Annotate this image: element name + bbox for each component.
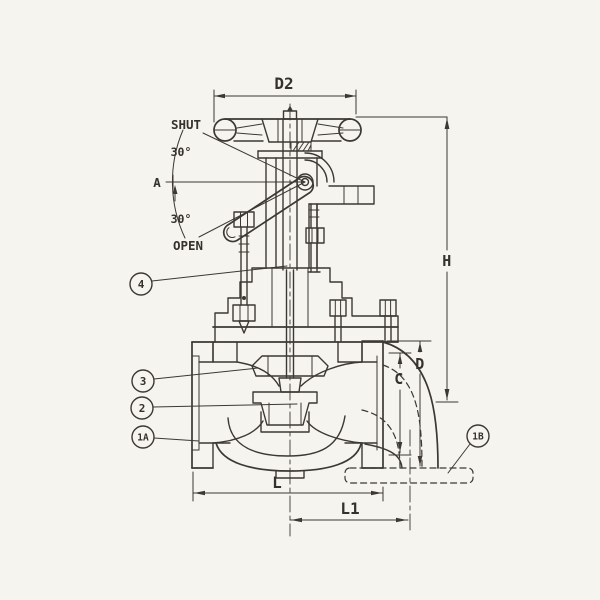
callout-1a: 1A xyxy=(131,425,200,449)
elbow-outlet xyxy=(344,341,474,484)
callout-2-circle xyxy=(130,396,154,420)
shut-position-line xyxy=(202,132,306,183)
bonnet-bolt-head-2 xyxy=(379,299,397,317)
left-stud-bottom-nut xyxy=(232,304,256,322)
label-shut: SHUT xyxy=(171,117,201,132)
body-bowl-outer xyxy=(215,442,362,472)
elbow-bottom-flange xyxy=(344,467,474,484)
callout-1a-circle xyxy=(131,425,155,449)
open-position-line xyxy=(198,181,306,238)
callout-3-circle xyxy=(131,369,155,393)
bottom-boss xyxy=(275,470,305,479)
dim-label-h: H xyxy=(442,252,452,270)
bonnet-bolt-head-1 xyxy=(329,299,347,317)
valve-body xyxy=(191,340,384,479)
travel-arc xyxy=(171,129,186,239)
callout-2-label: 2 xyxy=(139,402,146,415)
lever-travel-diagram: SHUT 30° A 30° OPEN xyxy=(153,117,306,253)
seat-ring xyxy=(260,411,310,433)
disc xyxy=(252,391,318,426)
left-stud-top-nut xyxy=(233,211,255,228)
label-open: OPEN xyxy=(173,238,203,253)
centerlines xyxy=(289,103,411,537)
label-30-upper: 30° xyxy=(171,145,192,159)
stem-tip-marker xyxy=(287,105,293,111)
right-stud-nut xyxy=(305,227,325,244)
yoke-and-stem xyxy=(265,118,318,379)
callout-1a-label: 1A xyxy=(137,433,149,444)
bonnet-right-profile xyxy=(316,267,399,328)
bonnet xyxy=(191,267,399,343)
dim-label-l1: L1 xyxy=(340,499,359,518)
quick-closing-lever xyxy=(222,175,315,243)
dim-l1: L1 xyxy=(289,499,409,523)
dim-label-d2: D2 xyxy=(274,74,293,93)
callout-4: 4 xyxy=(129,265,288,296)
bonnet-left-profile xyxy=(214,267,267,328)
partition-left xyxy=(212,420,264,444)
pivot-boss xyxy=(304,159,328,183)
label-30-lower: 30° xyxy=(171,212,192,226)
dim-label-l: L xyxy=(272,473,282,492)
elbow-inner-curve xyxy=(364,443,403,469)
bush-hatch xyxy=(290,141,312,152)
lever-bracket xyxy=(308,185,375,205)
handwheel xyxy=(213,105,362,159)
dim-h: H xyxy=(355,116,459,403)
dim-d: D xyxy=(386,340,432,467)
outlet-flange xyxy=(337,340,384,469)
a-arrowhead xyxy=(172,185,178,194)
label-a: A xyxy=(153,175,161,190)
dim-c: C xyxy=(388,352,412,456)
callouts: 4 3 2 1A 1B xyxy=(129,265,490,474)
callout-1b: 1B xyxy=(447,424,490,474)
callout-3: 3 xyxy=(131,367,259,393)
lever-mechanism xyxy=(222,152,375,243)
dim-label-c: C xyxy=(394,370,404,388)
callout-3-label: 3 xyxy=(140,375,147,388)
callout-1b-circle xyxy=(466,424,490,448)
disc-guide xyxy=(251,355,329,377)
inlet-flange xyxy=(191,341,238,469)
callout-1b-label: 1B xyxy=(472,432,484,443)
elbow-outer-curve xyxy=(382,341,439,469)
dim-l: L xyxy=(192,471,384,502)
dim-label-d: D xyxy=(415,355,425,373)
callout-4-label: 4 xyxy=(138,278,145,291)
dim-d2: D2 xyxy=(213,74,357,123)
callout-4-circle xyxy=(129,272,153,296)
callout-2: 2 xyxy=(130,396,298,420)
gland-studs xyxy=(232,203,325,334)
